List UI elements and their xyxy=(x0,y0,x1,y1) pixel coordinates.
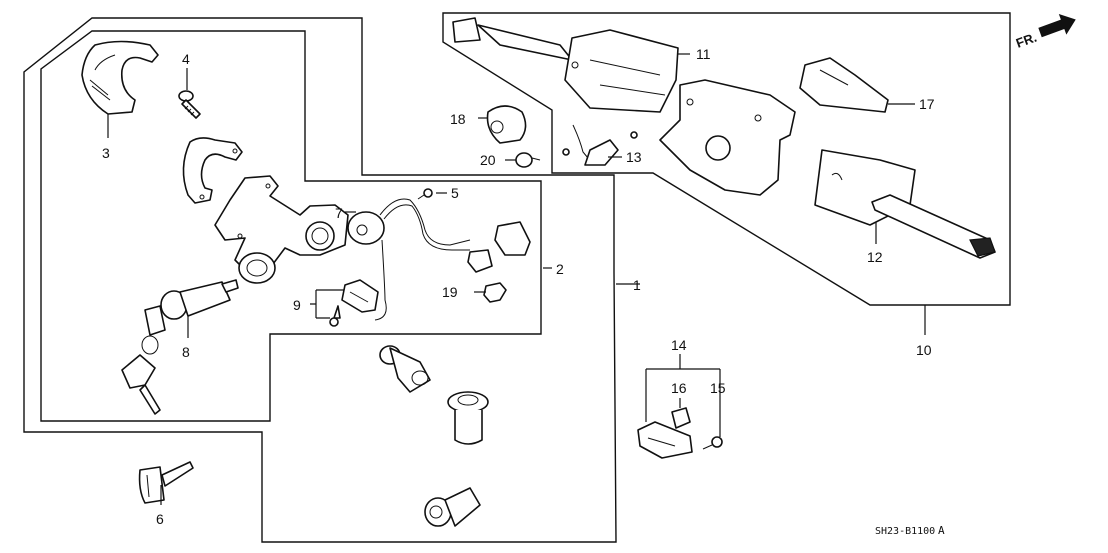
front-arrow-icon xyxy=(1038,13,1076,38)
callout-7[interactable]: 7 xyxy=(335,205,343,221)
callout-1[interactable]: 1 xyxy=(633,277,641,293)
part-5-screw[interactable] xyxy=(417,188,433,200)
part-3-column-cover[interactable] xyxy=(81,40,159,115)
assembly-1-frame xyxy=(23,17,617,543)
drawing-code: SH23-B1100 xyxy=(875,526,935,537)
callout-18[interactable]: 18 xyxy=(450,111,466,127)
callout-4[interactable]: 4 xyxy=(182,51,190,67)
part-trunk-lock-cylinder[interactable] xyxy=(424,487,481,527)
part-18-cancel-sleeve[interactable] xyxy=(486,105,527,144)
callout-3[interactable]: 3 xyxy=(102,145,110,161)
callout-2[interactable]: 2 xyxy=(556,261,564,277)
part-9-bracket-screw[interactable] xyxy=(329,279,379,327)
callout-8[interactable]: 8 xyxy=(182,344,190,360)
part-door-lock-cylinder[interactable] xyxy=(379,345,431,393)
callout-13[interactable]: 13 xyxy=(626,149,642,165)
callout-15[interactable]: 15 xyxy=(710,380,726,396)
part-15-screw[interactable] xyxy=(702,436,723,450)
callout-19[interactable]: 19 xyxy=(442,284,458,300)
front-direction-marker: FR. xyxy=(1014,13,1076,51)
callout-10[interactable]: 10 xyxy=(916,342,932,358)
drawing-revision: A xyxy=(938,524,945,537)
part-clamp-bracket[interactable] xyxy=(182,137,243,204)
part-4-bolt[interactable] xyxy=(178,90,201,119)
callout-16[interactable]: 16 xyxy=(671,380,687,396)
callout-6[interactable]: 6 xyxy=(156,511,164,527)
assembly-10-frame xyxy=(442,12,1011,306)
assembly-inner-frame xyxy=(40,30,542,422)
part-20-plug[interactable] xyxy=(515,152,541,168)
callout-9[interactable]: 9 xyxy=(293,297,301,313)
part-14-bracket-assembly[interactable] xyxy=(637,421,693,459)
leader-lines xyxy=(107,53,926,505)
part-steering-lock-body[interactable] xyxy=(214,175,349,284)
callout-11[interactable]: 11 xyxy=(696,46,711,62)
part-glovebox-lock-cylinder[interactable] xyxy=(447,391,489,445)
part-6-key[interactable] xyxy=(138,461,194,504)
part-16-switch[interactable] xyxy=(671,407,691,429)
part-17-hazard-switch[interactable] xyxy=(799,57,889,113)
part-8-key-cylinder[interactable] xyxy=(121,279,239,415)
callout-12[interactable]: 12 xyxy=(867,249,883,265)
part-12-combination-switch-wiper[interactable] xyxy=(814,149,996,259)
part-7-ignition-switch[interactable] xyxy=(347,198,531,321)
part-switch-body[interactable] xyxy=(659,79,796,196)
callout-5[interactable]: 5 xyxy=(451,185,459,201)
callout-20[interactable]: 20 xyxy=(480,152,496,168)
front-label: FR. xyxy=(1014,30,1039,51)
part-11-combination-switch-light[interactable] xyxy=(452,17,679,113)
callout-14[interactable]: 14 xyxy=(671,337,687,353)
callout-17[interactable]: 17 xyxy=(919,96,935,112)
part-19-clip[interactable] xyxy=(483,282,507,303)
